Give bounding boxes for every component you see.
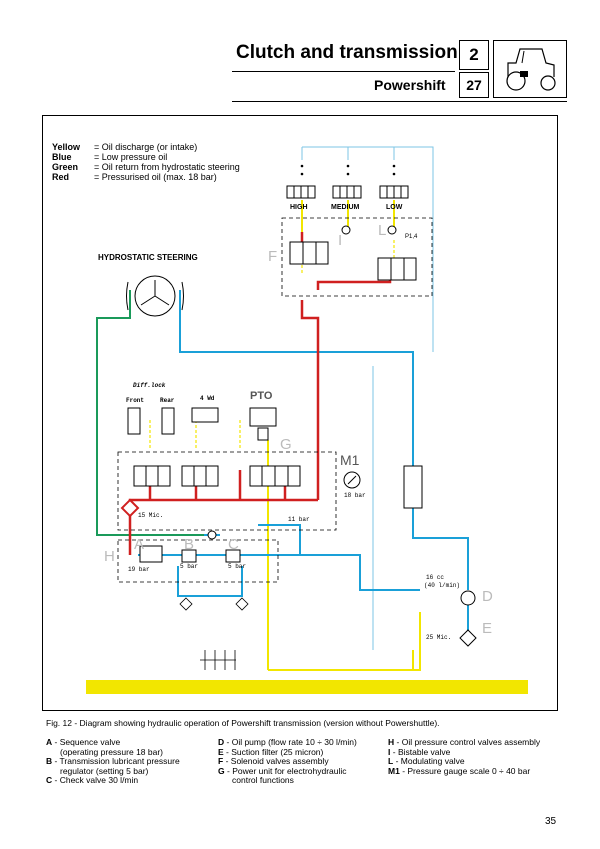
section-subtitle: Powershift [374, 77, 446, 93]
label-h: H [104, 548, 115, 565]
lube-points [179, 597, 249, 670]
drip-symbols [300, 164, 396, 176]
label-15-mic: 15 Mic. [138, 512, 164, 519]
label-18-bar: 18 bar [344, 492, 366, 499]
legend-row: Yellow= Oil discharge (or intake) [52, 142, 198, 152]
modulating-valve-L [387, 225, 397, 235]
key-row: M1 - Pressure gauge scale 0 ÷ 40 bar [388, 765, 531, 776]
key-row: D - Oil pump (flow rate 10 ÷ 30 l/min) [218, 737, 357, 747]
label-i: I [338, 232, 343, 249]
label-5-bar-c: 5 bar [228, 563, 247, 570]
dashed-assemblies [117, 217, 433, 583]
label-pto: PTO [250, 390, 273, 402]
label-medium: MEDIUM [331, 204, 360, 211]
key-row: B - Transmission lubricant pressure [46, 756, 180, 766]
label-p14: P1,4 [405, 234, 418, 240]
oil-pump-D [460, 590, 476, 606]
key-row: G - Power unit for electrohydraulic [218, 765, 347, 776]
label-a: A [134, 536, 145, 553]
label-c: C [228, 536, 239, 553]
solenoid-valves-F [289, 241, 417, 281]
legend-row: Green= Oil return from hydrostatic steer… [52, 162, 240, 172]
key-row: C - Check valve 30 l/min [46, 775, 139, 785]
label-rear: Rear [160, 397, 175, 404]
key-row: H - Oil pressure control valves assembly [388, 737, 541, 747]
label-l: L [378, 222, 387, 239]
key-row: A - Sequence valve [46, 737, 121, 747]
filter-15-mic [120, 498, 140, 518]
label-d: D [482, 588, 493, 605]
section-number-box: 2 [459, 40, 489, 70]
component-key-col2: D - Oil pump (flow rate 10 ÷ 30 l/min) E… [218, 737, 388, 786]
label-m1: M1 [340, 452, 360, 468]
diagram-frame [42, 115, 558, 711]
key-row: (operating pressure 18 bar) [60, 746, 164, 757]
label-g: G [280, 436, 292, 453]
power-unit-G [133, 465, 301, 487]
blue-lines [138, 290, 469, 640]
key-row: L - Modulating valve [388, 756, 465, 766]
label-11-bar: 11 bar [288, 516, 310, 523]
component-key-col1: A - Sequence valve (operating pressure 1… [46, 737, 216, 786]
figure-caption: Fig. 12 - Diagram showing hydraulic oper… [46, 718, 440, 728]
header-rule-bottom [232, 101, 567, 102]
label-19-bar: 19 bar [128, 566, 150, 573]
label-16-cc: 16 cc [426, 574, 445, 581]
label-f: F [268, 248, 278, 265]
top-valves [286, 185, 409, 199]
light-blue-lines [301, 146, 434, 650]
label-4wd: 4 Wd [200, 395, 215, 402]
tractor-icon [506, 48, 556, 91]
green-return-line [96, 290, 204, 536]
component-key-col3: H - Oil pressure control valves assembly… [388, 737, 568, 776]
label-diff-lock: Diff.lock [133, 382, 166, 389]
key-row: I - Bistable valve [388, 746, 451, 757]
key-row: regulator (setting 5 bar) [60, 765, 149, 776]
label-5-bar-b: 5 bar [180, 563, 199, 570]
bistable-valve-I [341, 225, 351, 235]
label-steering: HYDROSTATIC STEERING [98, 253, 198, 262]
label-b: B [184, 536, 195, 553]
label-front: Front [126, 397, 145, 404]
suction-filter-E [459, 629, 477, 647]
tractor-logo [493, 40, 567, 98]
header-rule [232, 71, 455, 72]
legend-row: Red= Pressurised oil (max. 18 bar) [52, 172, 217, 182]
legend-row: Blue= Low pressure oil [52, 152, 168, 162]
oil-cooler [403, 465, 423, 509]
label-low: LOW [386, 204, 403, 211]
pressure-valves-H [139, 545, 241, 563]
key-row: E - Suction filter (25 micron) [218, 746, 324, 757]
page-number: 35 [545, 816, 557, 827]
key-row: F - Solenoid valves assembly [218, 756, 329, 766]
actuators [127, 407, 277, 441]
page-code-box: 27 [459, 72, 489, 98]
label-40-lmin: (40 l/min) [424, 582, 461, 589]
label-25-mic: 25 Mic. [426, 634, 452, 641]
label-e: E [482, 620, 493, 637]
color-legend: Yellow= Oil discharge (or intake) Blue= … [52, 142, 240, 182]
key-row: control functions [232, 775, 294, 785]
oil-tank-bar [86, 680, 528, 694]
section-title: Clutch and transmission [236, 42, 458, 63]
label-high: HIGH [290, 204, 308, 211]
